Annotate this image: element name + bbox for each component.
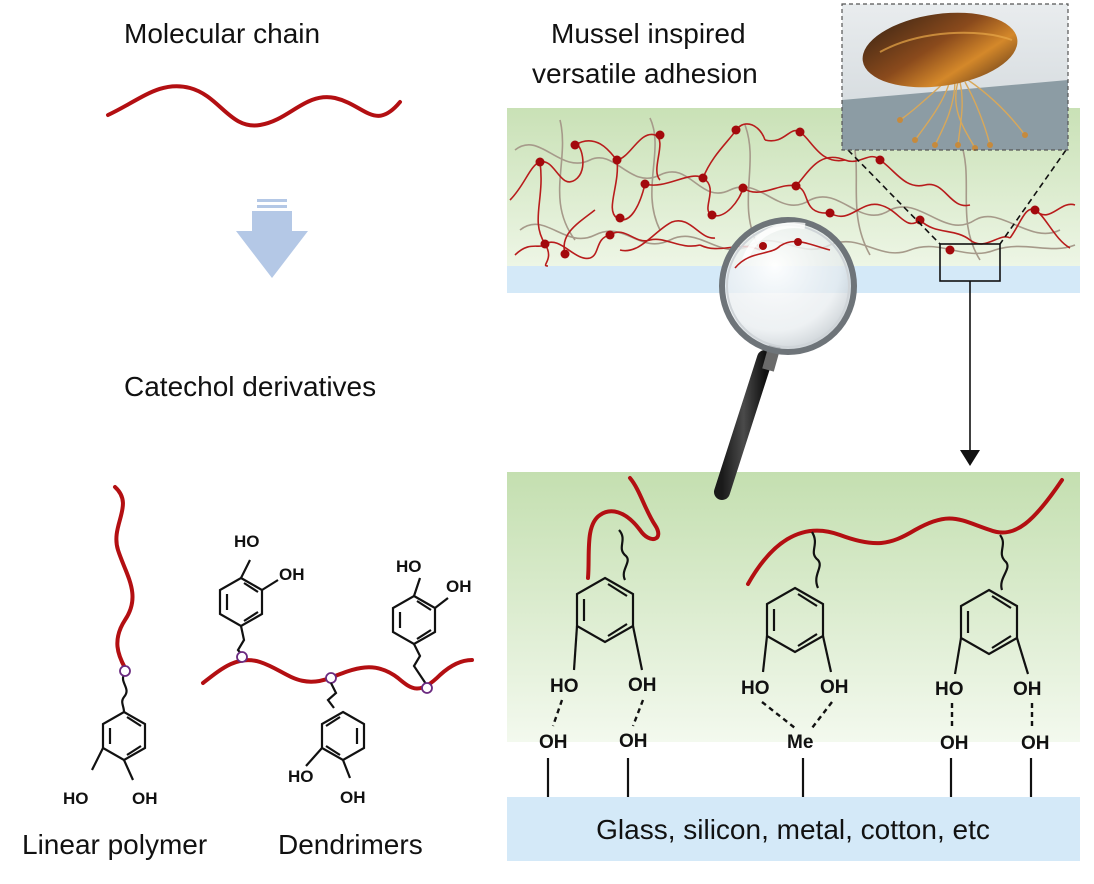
molecular-chain-label: Molecular chain <box>124 18 320 49</box>
catechol-unit: HO OH OH OH <box>539 576 657 798</box>
magnifying-glass-icon <box>714 217 857 500</box>
hydroxyl-label: OH <box>628 675 657 696</box>
junction-node <box>236 651 248 663</box>
polymer-chain <box>746 478 1064 586</box>
junction-node <box>119 665 131 677</box>
catechol-derivatives-label: Catechol derivatives <box>124 371 376 402</box>
mussel-title-line1: Mussel inspired <box>551 18 746 49</box>
linear-polymer-label: Linear polymer <box>22 829 207 860</box>
polymer-network <box>509 117 1076 267</box>
hydroxyl-label: OH <box>132 789 158 808</box>
dendrimers-label: Dendrimers <box>278 829 423 860</box>
junction-node <box>421 682 433 694</box>
surface-hydroxyl-label: OH <box>1021 733 1050 754</box>
molecular-chain-line <box>106 84 402 128</box>
substrate-label: Glass, silicon, metal, cotton, etc <box>596 814 990 845</box>
arrow-head-icon <box>960 450 980 466</box>
hydroxyl-label: OH <box>820 677 849 698</box>
hydroxyl-label: HO <box>935 679 964 700</box>
catechol-unit: HO OH OH OH <box>935 588 1050 798</box>
substrate-layer <box>507 797 1080 861</box>
hydroxyl-label: HO <box>741 678 770 699</box>
surface-hydroxyl-label: OH <box>940 733 969 754</box>
zoom-callout-line <box>999 149 1067 245</box>
catechol-metal-unit: HO OH Me <box>741 586 849 798</box>
hydroxyl-label: OH <box>1013 679 1042 700</box>
crosslink-nodes <box>535 125 1040 259</box>
hydroxyl-label: HO <box>550 676 579 697</box>
hydroxyl-label: HO <box>396 557 422 576</box>
mussel-photo <box>841 3 1069 151</box>
linear-polymer-structure: HO OH <box>63 485 158 808</box>
zoom-callout-line <box>847 149 941 245</box>
mussel-title-line2: versatile adhesion <box>532 58 758 89</box>
hydroxyl-label: OH <box>446 577 472 596</box>
metal-label: Me <box>787 732 813 753</box>
polymer-chain <box>586 476 661 580</box>
dendrimer-structure: HO OH HO OH HO OH <box>201 532 474 807</box>
hydroxyl-label: OH <box>279 565 305 584</box>
junction-node <box>325 672 337 684</box>
adhesive-interface-zone <box>507 472 1080 742</box>
hydroxyl-label: HO <box>63 789 89 808</box>
surface-hydroxyl-label: OH <box>619 731 648 752</box>
hydroxyl-label: HO <box>288 767 314 786</box>
down-arrow-icon <box>236 199 308 278</box>
hydroxyl-label: HO <box>234 532 260 551</box>
hydroxyl-label: OH <box>340 788 366 807</box>
surface-hydroxyl-label: OH <box>539 732 568 753</box>
